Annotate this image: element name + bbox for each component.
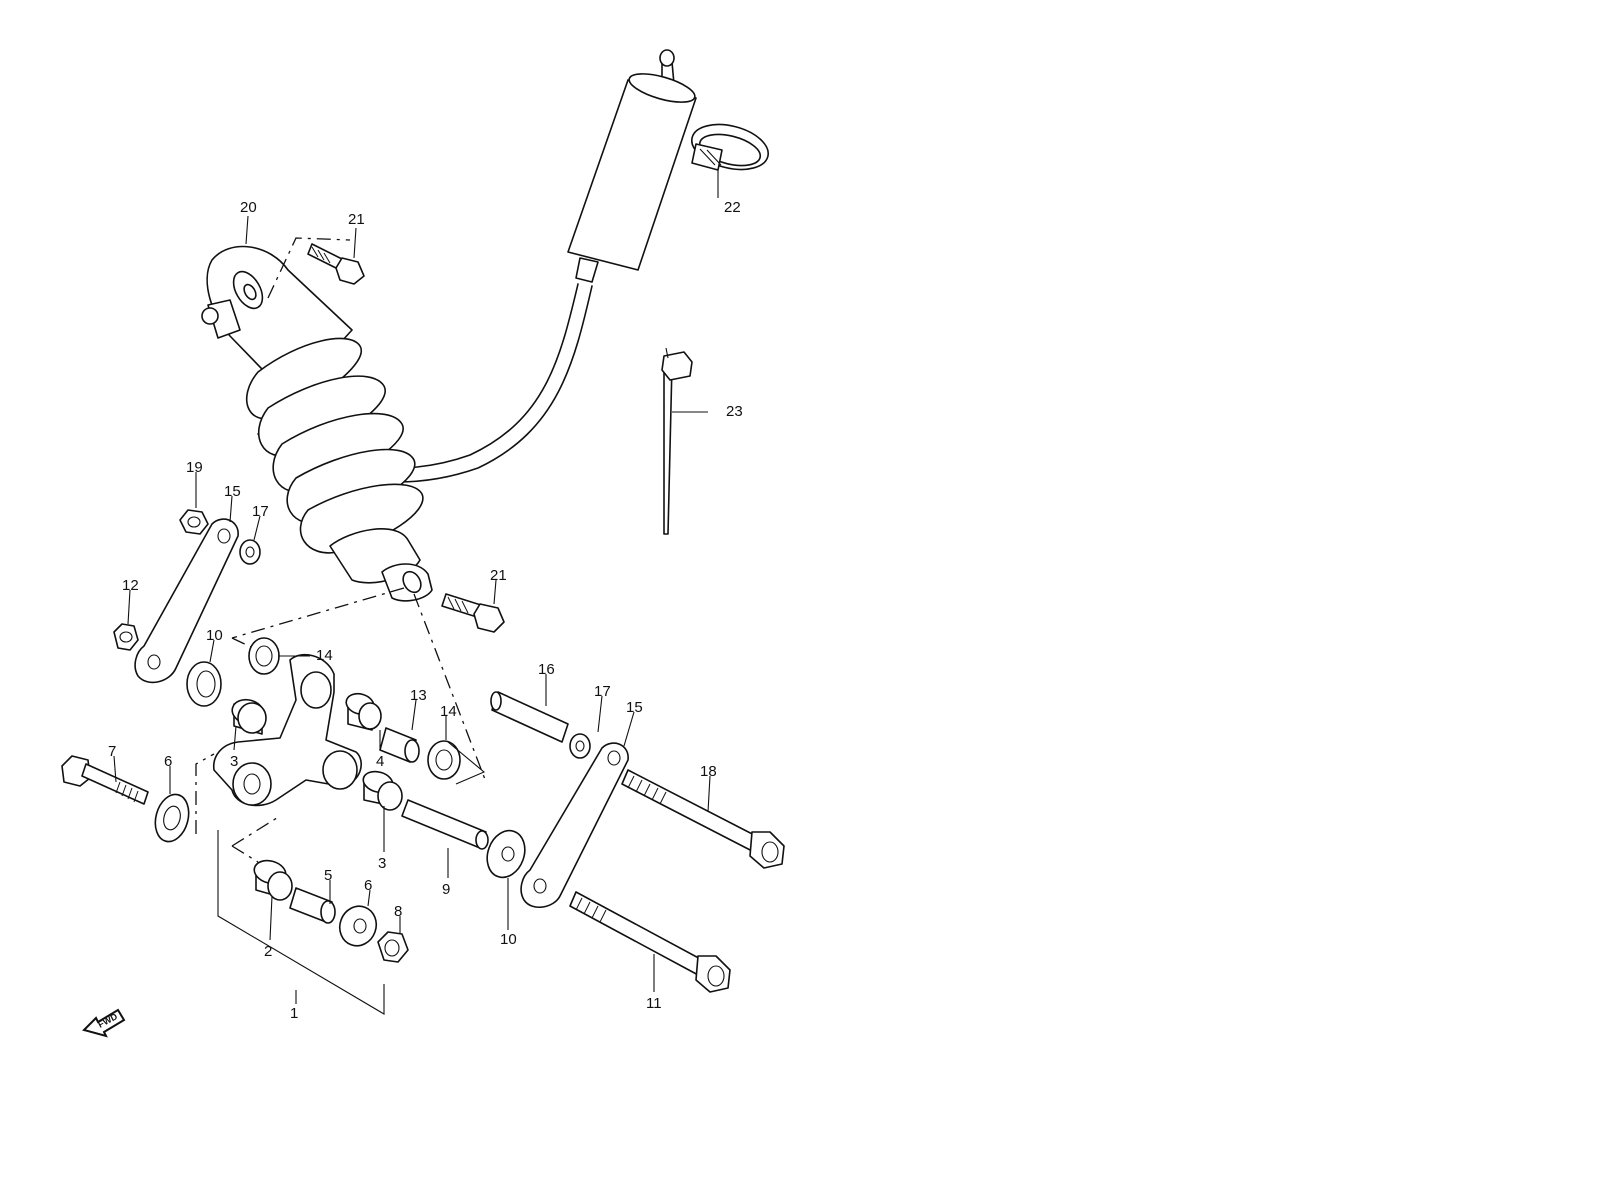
pin-9	[401, 799, 489, 850]
bushing-5	[289, 887, 336, 924]
cable-tie	[661, 347, 693, 535]
callout-16: 16	[538, 661, 555, 678]
bushing-2	[253, 859, 293, 901]
connecting-rod-left	[134, 518, 239, 684]
callout-5: 5	[324, 867, 332, 884]
callout-4: 4	[376, 753, 384, 770]
shock-body	[201, 245, 433, 602]
washer-6-left	[154, 793, 190, 843]
upper-mount-bolt	[307, 243, 365, 285]
callout-14-upper: 14	[316, 647, 333, 664]
callout-7: 7	[108, 743, 116, 760]
callout-18: 18	[700, 763, 717, 780]
bushing-4	[345, 692, 382, 731]
callout-21-lower: 21	[490, 567, 507, 584]
callout-22: 22	[724, 199, 741, 216]
washer-10-right	[486, 829, 526, 879]
assembly-bracket	[217, 830, 385, 1015]
callout-labels: 20 21 22 23 19 15 17 12 10 14 21 16 17 1…	[108, 199, 743, 1022]
bolt-7	[61, 755, 149, 805]
callout-15-left: 15	[224, 483, 241, 500]
pin-16	[490, 691, 569, 743]
forward-direction-badge: FWD	[82, 1008, 126, 1038]
callout-15-right: 15	[626, 699, 643, 716]
washer-6-lower	[338, 905, 378, 947]
callout-17-left: 17	[252, 503, 269, 520]
callout-3-lower: 3	[378, 855, 386, 872]
lower-mount-bolt	[441, 593, 505, 633]
callout-2: 2	[264, 943, 272, 960]
connecting-rod-right	[520, 742, 629, 908]
callout-9: 9	[442, 881, 450, 898]
nut-8	[377, 931, 409, 963]
callout-23: 23	[726, 403, 743, 420]
leader-lines	[113, 168, 719, 1004]
callout-10-right: 10	[500, 931, 517, 948]
callout-8: 8	[394, 903, 402, 920]
callout-17-right: 17	[594, 683, 611, 700]
seal-14-right	[427, 740, 461, 780]
nut-19	[179, 509, 209, 535]
callout-13: 13	[410, 687, 427, 704]
seal-14-upper	[248, 637, 280, 675]
washer-17-left	[239, 539, 261, 565]
bushing-3-lower	[362, 770, 403, 811]
bushing-3-left	[231, 698, 267, 735]
hose-clamp	[691, 123, 769, 171]
cushion-lever	[213, 653, 362, 807]
shock-absorber	[201, 49, 769, 783]
reservoir	[567, 49, 697, 283]
callout-6-left: 6	[164, 753, 172, 770]
bushing-13	[379, 727, 420, 763]
bolt-18	[621, 769, 785, 869]
callout-14-right: 14	[440, 703, 457, 720]
callout-12: 12	[122, 577, 139, 594]
callout-21-upper: 21	[348, 211, 365, 228]
callout-10-left: 10	[206, 627, 223, 644]
bolt-11	[569, 891, 731, 993]
callout-11: 11	[646, 995, 662, 1012]
bearing-10-left	[186, 661, 222, 707]
callout-20: 20	[240, 199, 257, 216]
callout-19: 19	[186, 459, 203, 476]
nut-12	[113, 623, 139, 651]
callout-3-left: 3	[230, 753, 238, 770]
callout-6-lower: 6	[364, 877, 372, 894]
washer-17-right	[569, 733, 591, 759]
callout-1: 1	[290, 1005, 298, 1022]
